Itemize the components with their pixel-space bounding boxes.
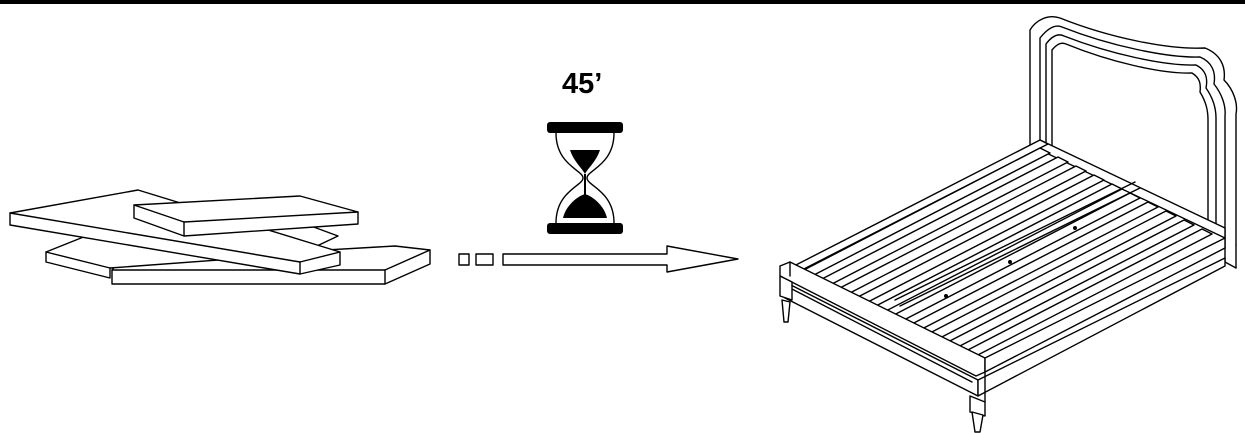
lumber-planks-icon (9, 189, 431, 285)
bed-frame-icon (779, 16, 1238, 433)
arrow-icon (458, 245, 739, 273)
assembly-time-label: 45’ (562, 68, 603, 100)
hourglass-icon (547, 122, 623, 234)
top-rule (0, 0, 1245, 4)
